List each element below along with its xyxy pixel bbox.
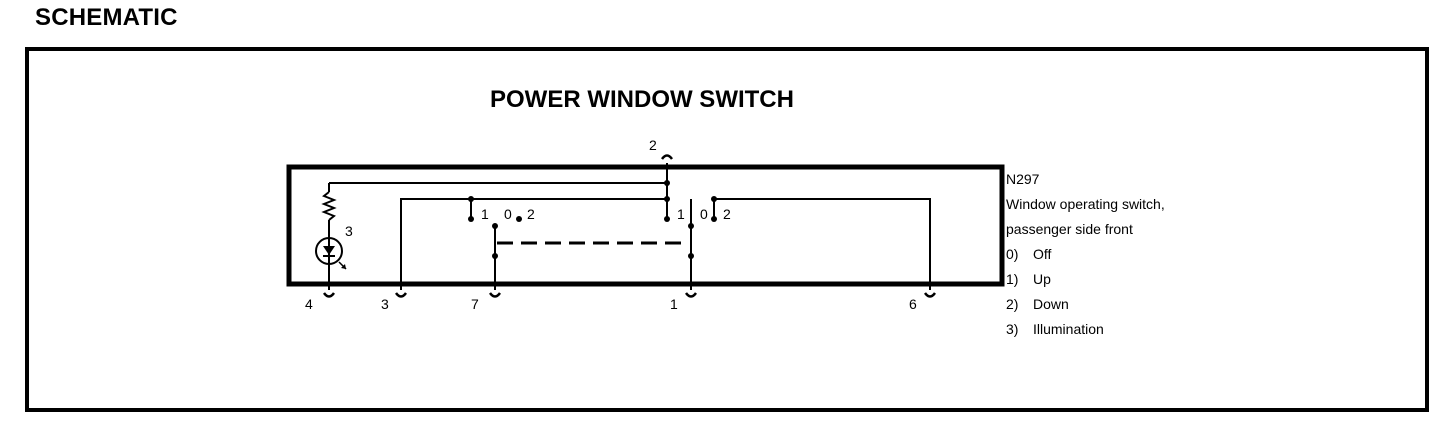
- legend-text: Up: [1033, 271, 1051, 287]
- component-description-line1: Window operating switch,: [1006, 196, 1165, 212]
- terminal-3-wire: [400, 198, 667, 290]
- legend-key: 0): [1006, 246, 1019, 262]
- terminal-label-6: 6: [909, 296, 917, 312]
- left-switch-pos-0: 0: [504, 206, 512, 222]
- legend-item: 2) Down: [1006, 292, 1165, 317]
- legend-key: 1): [1006, 271, 1019, 287]
- terminal-label-3: 3: [381, 296, 389, 312]
- legend-key: 3): [1006, 321, 1019, 337]
- contact-points: [468, 180, 717, 259]
- legend-item: 0) Off: [1006, 242, 1165, 267]
- component-id: N297: [1006, 171, 1040, 187]
- legend-item: 1) Up: [1006, 267, 1165, 292]
- legend-item: 3) Illumination: [1006, 317, 1165, 342]
- terminal-label-1: 1: [670, 296, 678, 312]
- terminal-label-2: 2: [649, 137, 657, 153]
- page-heading: SCHEMATIC: [35, 4, 178, 31]
- legend-text: Illumination: [1033, 321, 1104, 337]
- legend-text: Off: [1033, 246, 1052, 262]
- left-switch-pos-1: 1: [481, 206, 489, 222]
- terminal-6-wire: [713, 198, 931, 290]
- left-switch-pos-2: 2: [527, 206, 535, 222]
- terminal-connectors: [322, 154, 937, 298]
- illumination-led: [315, 237, 347, 270]
- component-legend: N297 Window operating switch, passenger …: [1006, 167, 1165, 342]
- terminal-label-4: 4: [305, 296, 313, 312]
- right-switch-pos-2: 2: [723, 206, 731, 222]
- legend-key: 2): [1006, 296, 1019, 312]
- illumination-number: 3: [345, 223, 353, 239]
- switch-housing: [286, 164, 1005, 287]
- component-description-line2: passenger side front: [1006, 221, 1133, 237]
- diagram-title: POWER WINDOW SWITCH: [490, 86, 794, 113]
- right-switch-pos-1: 1: [677, 206, 685, 222]
- schematic-frame: [25, 47, 1429, 412]
- right-switch-pos-0: 0: [700, 206, 708, 222]
- terminal-label-7: 7: [471, 296, 479, 312]
- resistor-symbol: [321, 191, 337, 221]
- legend-text: Down: [1033, 296, 1069, 312]
